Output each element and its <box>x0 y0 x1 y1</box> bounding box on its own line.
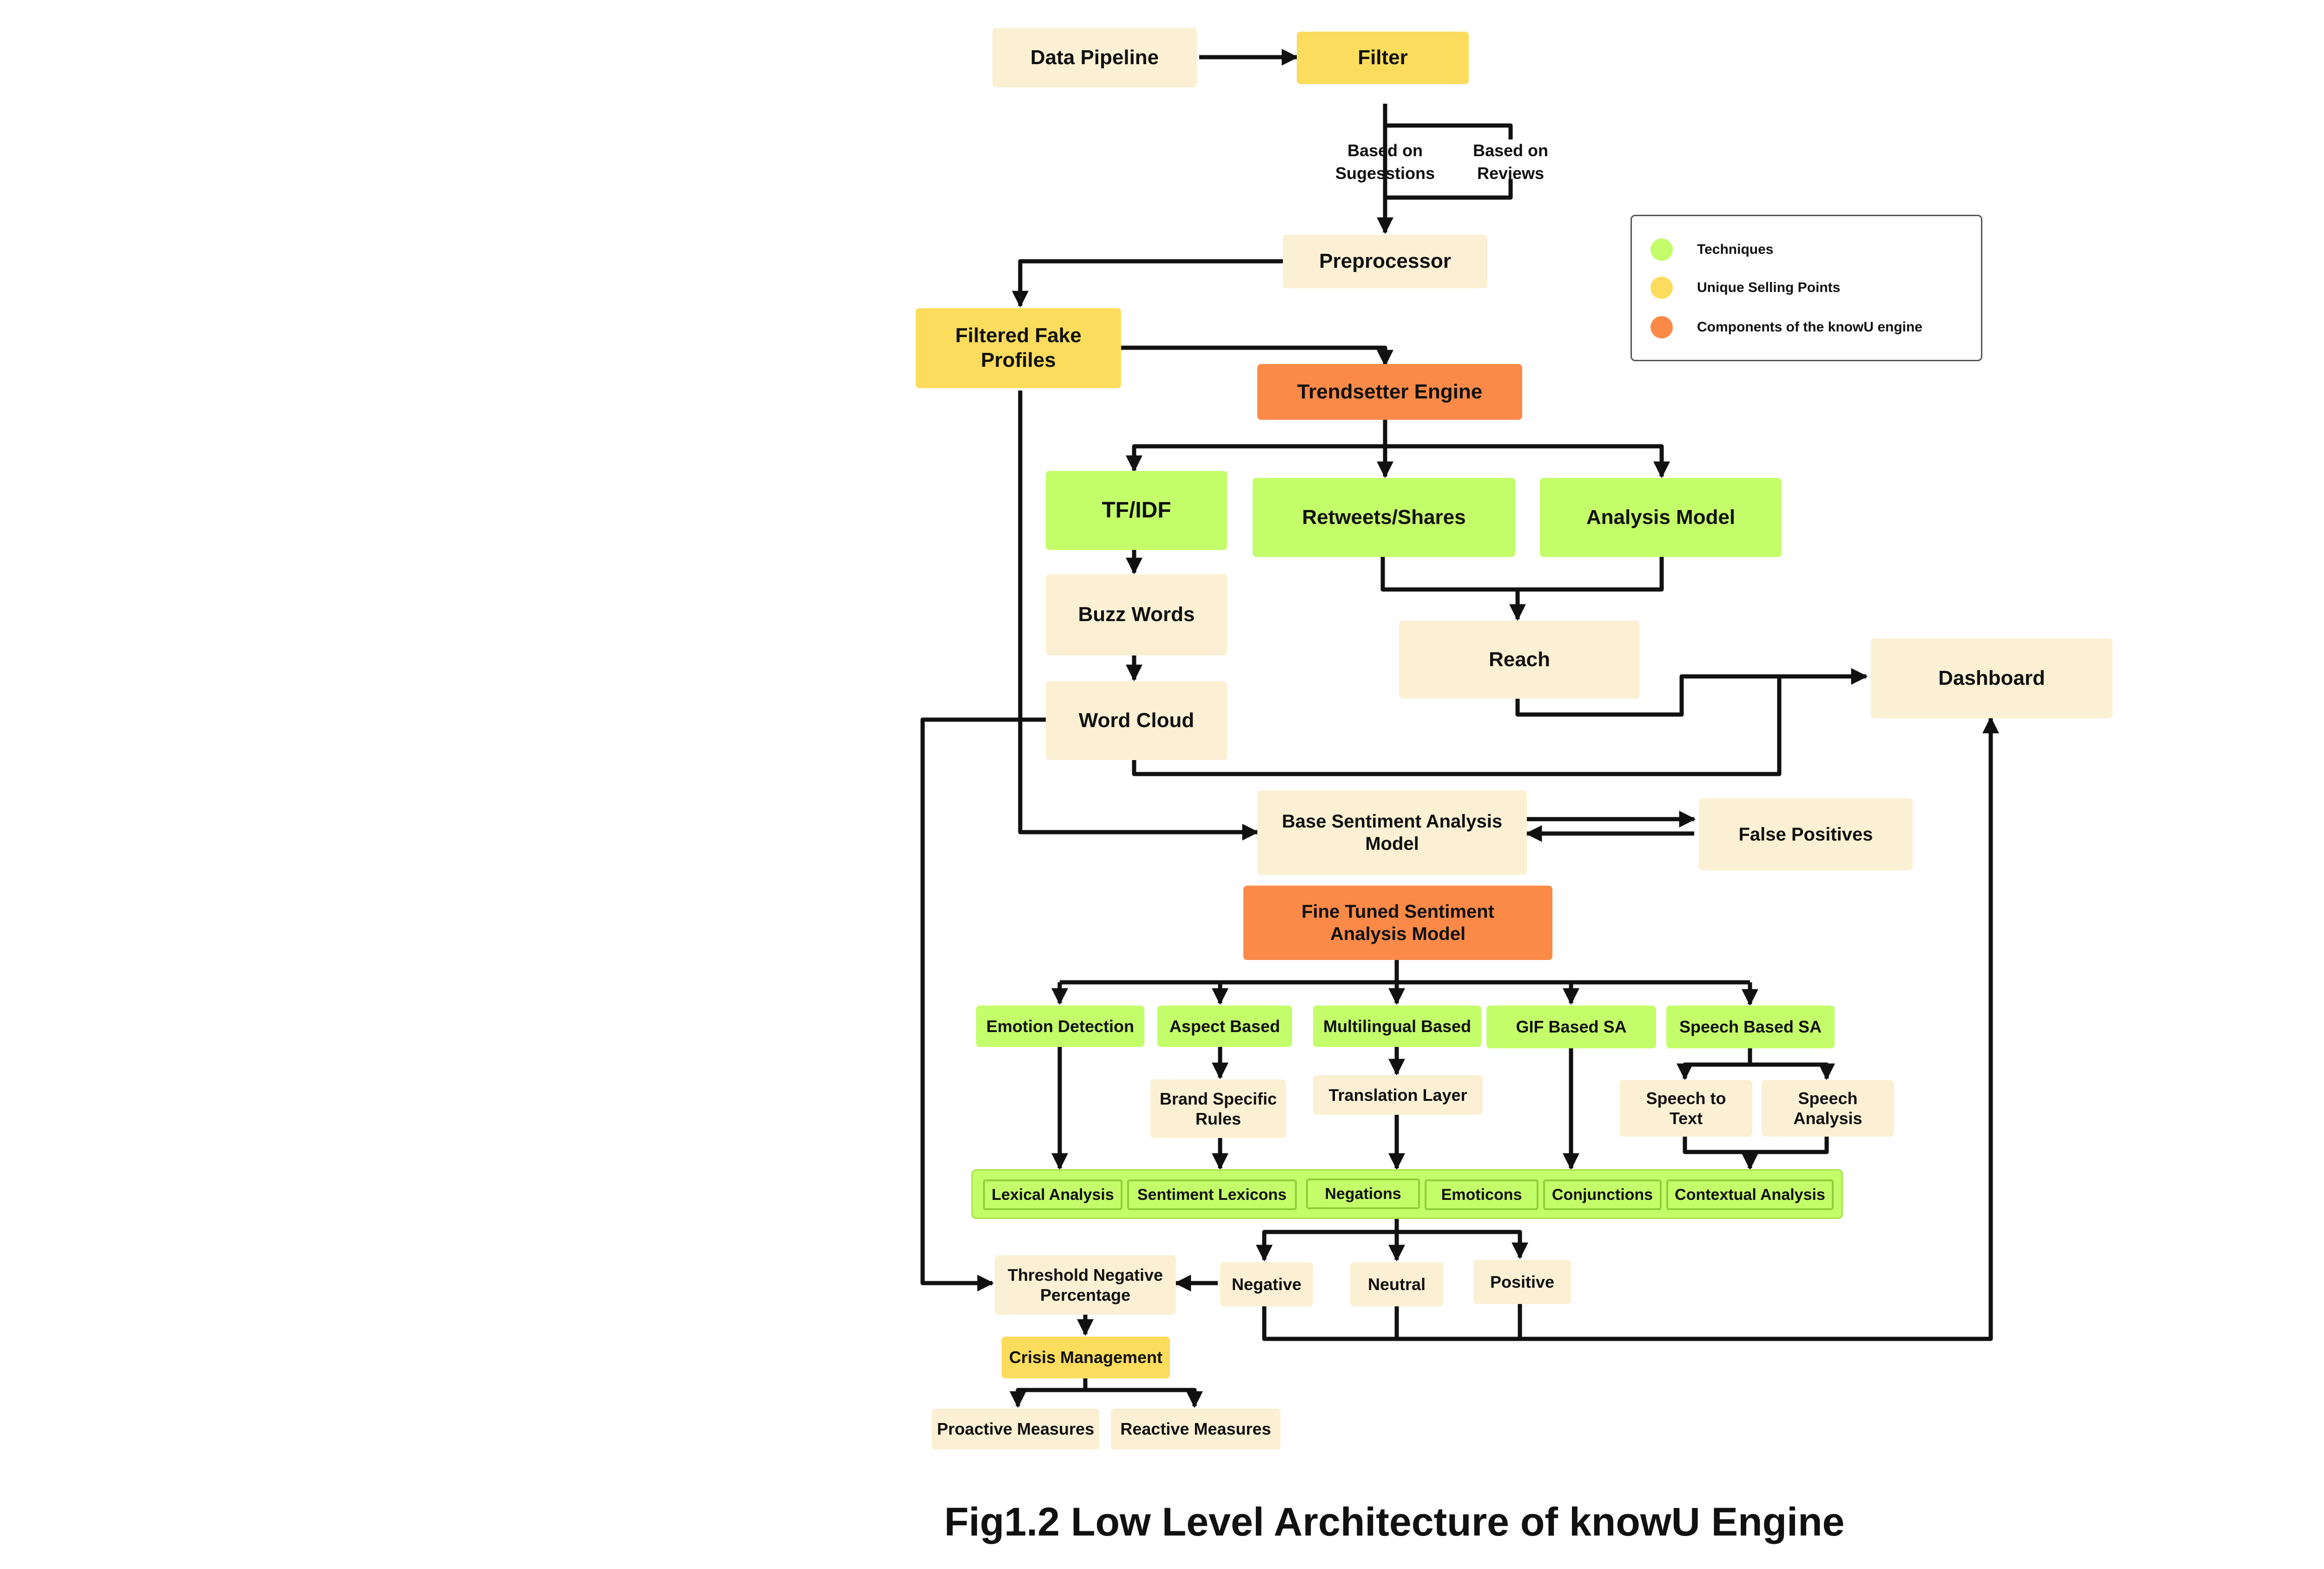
figure-caption: Fig1.2 Low Level Architecture of knowU E… <box>944 1500 1845 1544</box>
legend-label-techniques: Techniques <box>1697 242 1774 257</box>
false-positives-node: False Positives <box>1699 798 1913 870</box>
speech-analysis-node: Speech Analysis <box>1762 1080 1894 1137</box>
legend-swatch-usp <box>1651 277 1673 299</box>
proactive-measures-node: Proactive Measures <box>932 1409 1099 1450</box>
data-pipeline-node: Data Pipeline <box>992 28 1197 87</box>
technique-lexical-analysis: Lexical Analysis <box>983 1179 1122 1210</box>
positive-node: Positive <box>1473 1260 1571 1304</box>
dashboard-node: Dashboard <box>1871 638 2113 718</box>
neutral-node: Neutral <box>1350 1262 1443 1306</box>
buzz-words-node: Buzz Words <box>1046 574 1227 655</box>
fine-tuned-sentiment-model-node: Fine Tuned Sentiment Analysis Model <box>1243 886 1552 960</box>
analysis-model-node: Analysis Model <box>1540 478 1782 557</box>
negative-node: Negative <box>1220 1262 1313 1306</box>
legend-item-techniques: Techniques <box>1651 238 1773 261</box>
speech-to-text-node: Speech to Text <box>1620 1080 1752 1137</box>
gif-based-sa-node: GIF Based SA <box>1486 1006 1656 1048</box>
reactive-measures-node: Reactive Measures <box>1111 1409 1281 1450</box>
legend-item-components: Components of the knowU engine <box>1651 316 1922 338</box>
filtered-fake-profiles-node: Filtered Fake Profiles <box>916 308 1121 388</box>
retweets-shares-node: Retweets/Shares <box>1253 478 1515 557</box>
technique-negations: Negations <box>1306 1178 1420 1209</box>
base-sentiment-analysis-node: Base Sentiment Analysis Model <box>1257 790 1527 875</box>
legend-swatch-techniques <box>1651 238 1673 261</box>
legend-item-usp: Unique Selling Points <box>1651 277 1840 299</box>
technique-contextual-analysis: Contextual Analysis <box>1666 1179 1834 1210</box>
technique-emoticons: Emoticons <box>1425 1179 1538 1210</box>
reach-node: Reach <box>1399 621 1640 699</box>
threshold-negative-percentage-node: Threshold Negative Percentage <box>995 1255 1176 1315</box>
tf-idf-node: TF/IDF <box>1046 471 1227 550</box>
word-cloud-node: Word Cloud <box>1046 681 1227 760</box>
legend-label-usp: Unique Selling Points <box>1697 280 1841 295</box>
based-on-suggestions-label: Based on Sugesstions <box>1335 141 1435 183</box>
technique-sentiment-lexicons: Sentiment Lexicons <box>1127 1179 1297 1210</box>
crisis-management-node: Crisis Management <box>1002 1337 1170 1378</box>
legend: Techniques Unique Selling Points Compone… <box>1631 215 1982 361</box>
preprocessor-node: Preprocessor <box>1283 235 1487 288</box>
technique-conjunctions: Conjunctions <box>1543 1179 1662 1210</box>
legend-label-components: Components of the knowU engine <box>1697 319 1922 335</box>
based-on-reviews-label: Based on Reviews <box>1472 141 1549 183</box>
multilingual-based-node: Multilingual Based <box>1313 1006 1481 1047</box>
brand-specific-rules-node: Brand Specific Rules <box>1150 1079 1286 1138</box>
translation-layer-node: Translation Layer <box>1313 1075 1483 1115</box>
trendsetter-engine-node: Trendsetter Engine <box>1257 364 1522 420</box>
speech-based-sa-node: Speech Based SA <box>1666 1006 1835 1048</box>
aspect-based-node: Aspect Based <box>1157 1006 1292 1047</box>
legend-swatch-components <box>1651 316 1673 338</box>
filter-node: Filter <box>1297 32 1469 84</box>
emotion-detection-node: Emotion Detection <box>976 1006 1144 1047</box>
